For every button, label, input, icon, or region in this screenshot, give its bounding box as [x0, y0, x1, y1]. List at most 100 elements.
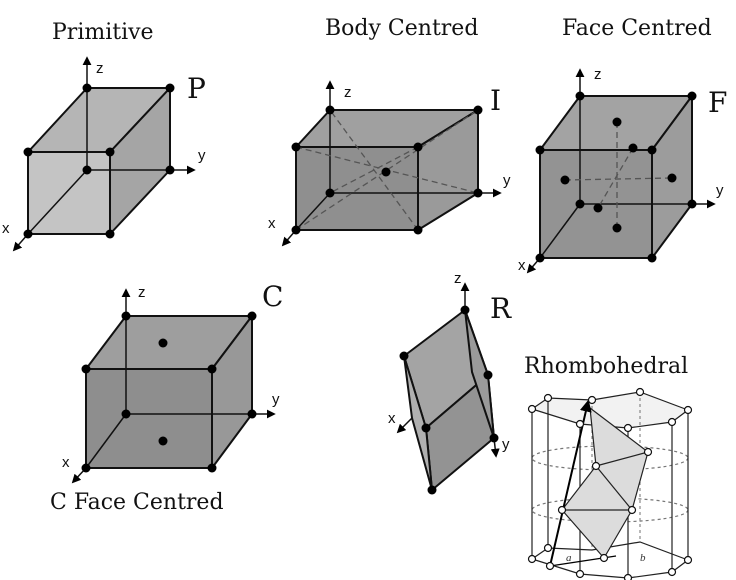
y-axis-label: y: [198, 147, 206, 164]
lattice-point: [575, 91, 585, 101]
face-centre-point: [593, 203, 603, 213]
x-axis-label: x: [518, 257, 526, 274]
lattice-point: [427, 485, 437, 495]
hex-lattice-point: [557, 505, 567, 515]
face-centre-point: [667, 173, 677, 183]
body-centred-letter: I: [490, 84, 502, 117]
y-axis-label: y: [272, 391, 280, 408]
hex-inner-edge: [595, 451, 649, 467]
primitive-nodes: [23, 83, 175, 239]
rhombohedral-nodes: [399, 305, 499, 495]
hex-lattice-point: [683, 555, 693, 565]
hex-lattice-point: [543, 543, 553, 553]
lattice-point: [105, 147, 115, 157]
lattice-point: [325, 105, 335, 115]
z-axis-label: z: [96, 60, 104, 77]
hex-lattice-point: [627, 505, 637, 515]
hex-lattice-point: [667, 417, 677, 427]
lattice-point: [687, 199, 697, 209]
c-face-centred-nodes: [81, 311, 257, 473]
body-diagonal: [329, 109, 419, 231]
primitive-title: Primitive: [52, 20, 154, 45]
lattice-point: [413, 225, 423, 235]
hex-b-label: b: [640, 552, 646, 564]
z-axis-label: z: [138, 284, 146, 301]
hex-lattice-point: [587, 395, 597, 405]
hex-lattice-point: [683, 405, 693, 415]
c-hidden-edge: [85, 413, 127, 469]
c-face-centred-cell: [71, 288, 276, 484]
hex-rhombo-inner-cell: [561, 406, 649, 560]
lattice-point: [23, 229, 33, 239]
lattice-point: [291, 142, 301, 152]
lattice-point: [473, 188, 483, 198]
lattice-point: [489, 433, 499, 443]
x-axis-label: x: [388, 410, 396, 427]
lattice-point: [647, 253, 657, 263]
lattice-point: [121, 311, 131, 321]
z-axis-label: z: [454, 270, 462, 287]
lattice-point: [247, 409, 257, 419]
lattice-point: [687, 91, 697, 101]
hex-lattice-point: [623, 423, 633, 433]
lattice-point: [247, 311, 257, 321]
lattice-point: [81, 463, 91, 473]
hex-lattice-point: [591, 461, 601, 471]
face-centre-point: [612, 117, 622, 127]
hex-lattice-point: [643, 447, 653, 457]
rhombohedral-cell: [396, 282, 500, 491]
rhombohedral-letter: R: [490, 292, 512, 325]
hex-a-label: a: [566, 552, 572, 564]
lattice-point: [165, 165, 175, 175]
lattice-point: [413, 142, 423, 152]
x-axis-label: x: [268, 215, 276, 232]
lattice-point: [207, 463, 217, 473]
face-hidden-edge: [539, 203, 581, 259]
lattice-point: [421, 423, 431, 433]
primitive-hidden-edge: [27, 169, 88, 235]
body-centred-cell: [281, 80, 502, 247]
x-axis-arrow: [396, 417, 413, 434]
c-face-centred-letter: C: [262, 280, 284, 313]
hex-lattice-point: [635, 387, 645, 397]
lattice-point: [23, 147, 33, 157]
lattice-point: [81, 364, 91, 374]
face-centred-cell: [526, 68, 716, 274]
hex-lattice-point: [575, 419, 585, 429]
primitive-letter: P: [187, 72, 206, 105]
face-guide-line: [564, 177, 673, 181]
body-diagonal: [295, 109, 479, 231]
z-axis-label: z: [344, 84, 352, 101]
body-diagonal: [329, 146, 419, 194]
y-axis-label: y: [716, 182, 724, 199]
rhombohedral-title: Rhombohedral: [524, 354, 689, 379]
lattice-point: [575, 199, 585, 209]
lattice-point: [82, 165, 92, 175]
lattice-point: [535, 253, 545, 263]
c-front-face: [85, 368, 213, 469]
z-axis-label: z: [594, 66, 602, 83]
lattice-point: [325, 188, 335, 198]
hex-lattice-point: [667, 567, 677, 577]
lattice-point: [460, 305, 470, 315]
hex-inner-edge: [595, 465, 633, 511]
lattice-point: [82, 83, 92, 93]
body-centred-title: Body Centred: [325, 16, 479, 41]
body-centred-nodes: [291, 105, 483, 235]
hex-lattice-point: [527, 554, 537, 564]
hexagonal-prism: [530, 391, 690, 579]
lattice-point: [473, 105, 483, 115]
body-hidden-edge: [295, 192, 331, 231]
hex-lattice-point: [623, 573, 633, 580]
hex-lattice-point: [575, 569, 585, 579]
lattice-point: [105, 229, 115, 239]
face-centre-point: [628, 143, 638, 153]
hex-lattice-point: [599, 553, 609, 563]
x-axis-label: x: [2, 220, 10, 237]
face-centred-title: Face Centred: [562, 16, 712, 41]
lattice-point: [121, 409, 131, 419]
hex-lattice-point: [543, 393, 553, 403]
body-centre-point: [381, 167, 391, 177]
c-face-centre-point: [158, 436, 168, 446]
